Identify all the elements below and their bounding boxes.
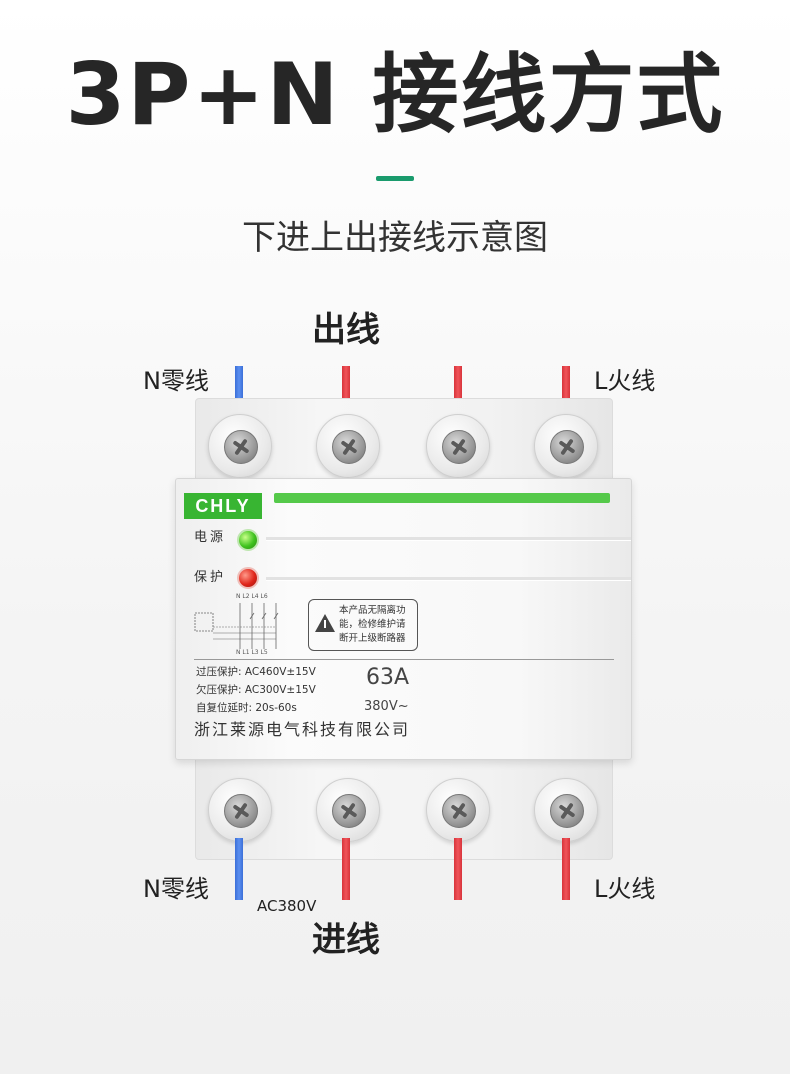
live-wire-bottom-1	[342, 838, 350, 900]
brand-logo: CHLY	[184, 493, 262, 519]
terminal-bottom-l1	[316, 778, 380, 842]
live-wire-bottom-3	[562, 838, 570, 900]
page-subtitle: 下进上出接线示意图	[242, 218, 548, 258]
terminal-bottom-n	[208, 778, 272, 842]
power-indicator-label: 电源	[194, 530, 227, 545]
live-top-label: L火线	[594, 367, 656, 395]
terminal-top-n	[208, 414, 272, 478]
screw-icon	[442, 794, 476, 828]
wiring-schematic: N L2 L4 L6 N L1 L3 L5	[194, 593, 294, 656]
input-label: 进线	[312, 920, 380, 960]
voltage-rating: 380V~	[364, 699, 409, 714]
panel-groove	[266, 537, 631, 541]
brand-green-bar	[274, 493, 610, 503]
live-bottom-label: L火线	[594, 875, 656, 903]
screw-icon	[332, 430, 366, 464]
schematic-top-label: N L2 L4 L6	[236, 593, 268, 600]
device-front-panel: CHLY 电源 保护 N L2 L4 L6 N L1 L3 L5 本产品无隔离功…	[175, 478, 632, 760]
terminal-bottom-l3	[426, 778, 490, 842]
warning-line-3: 断开上级断路器	[339, 633, 406, 644]
screw-icon	[550, 794, 584, 828]
terminal-bottom-l5	[534, 778, 598, 842]
terminal-top-l4	[426, 414, 490, 478]
voltage-label: AC380V	[257, 897, 317, 915]
live-wire-bottom-2	[454, 838, 462, 900]
screw-icon	[224, 794, 258, 828]
panel-divider	[194, 659, 614, 660]
screw-icon	[442, 430, 476, 464]
protect-indicator-label: 保护	[194, 570, 227, 585]
neutral-top-label: N零线	[143, 367, 209, 395]
warning-icon-mark	[324, 620, 326, 628]
schematic-icon	[194, 603, 279, 649]
warning-line-1: 本产品无隔离功	[339, 605, 406, 616]
title-accent-line	[376, 176, 414, 181]
page-title: 3P+N 接线方式	[65, 45, 725, 145]
company-name: 浙江莱源电气科技有限公司	[194, 720, 411, 739]
terminal-top-l6	[534, 414, 598, 478]
panel-groove	[266, 577, 631, 581]
warning-box: 本产品无隔离功 能，检修维护请 断开上级断路器	[308, 599, 418, 651]
output-label: 出线	[312, 310, 380, 350]
screw-icon	[332, 794, 366, 828]
current-rating: 63A	[366, 665, 410, 690]
neutral-wire-bottom	[235, 838, 243, 900]
spec-reset-delay: 自复位延时: 20s-60s	[196, 702, 297, 714]
screw-icon	[224, 430, 258, 464]
neutral-bottom-label: N零线	[143, 875, 209, 903]
warning-line-2: 能，检修维护请	[339, 619, 406, 630]
terminal-top-l2	[316, 414, 380, 478]
schematic-bottom-label: N L1 L3 L5	[236, 649, 268, 656]
spec-undervoltage: 欠压保护: AC300V±15V	[196, 684, 316, 696]
protect-led-icon	[237, 567, 259, 589]
spec-overvoltage: 过压保护: AC460V±15V	[196, 666, 316, 678]
power-led-icon	[237, 529, 259, 551]
screw-icon	[550, 430, 584, 464]
